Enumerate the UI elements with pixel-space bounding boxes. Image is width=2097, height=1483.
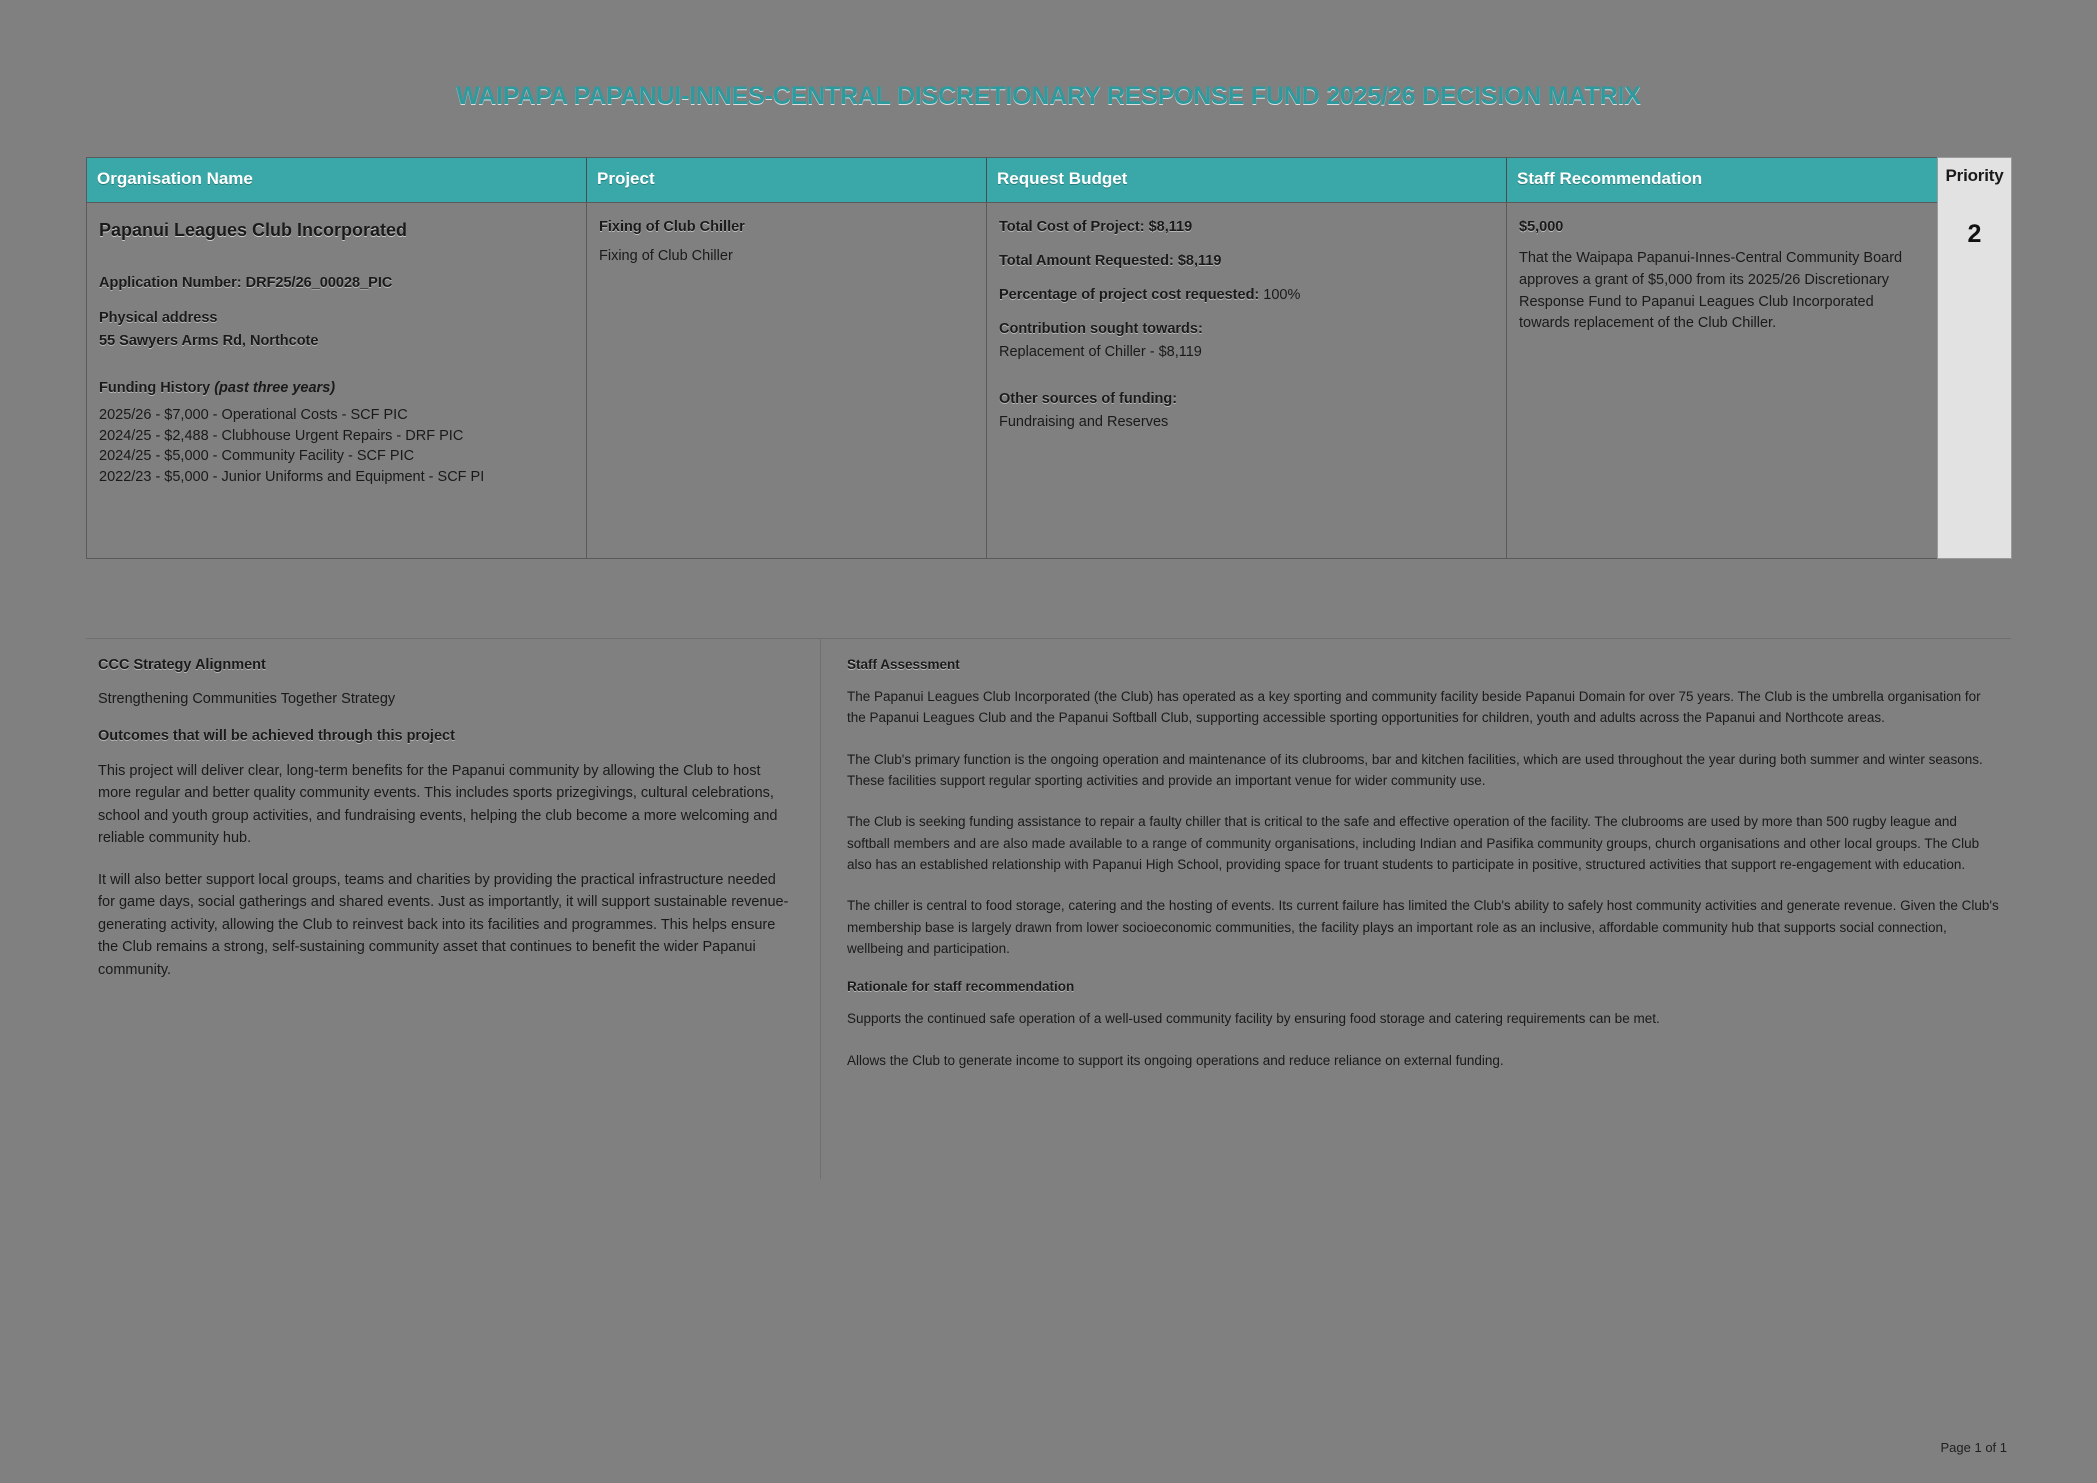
decision-matrix-table: Organisation Name Project Request Budget… xyxy=(86,157,2012,559)
physical-address-label: Physical address xyxy=(99,310,218,327)
table-header-row: Organisation Name Project Request Budget… xyxy=(87,158,1937,203)
cell-request-budget: Total Cost of Project: $8,119 Total Amou… xyxy=(987,203,1507,558)
percentage-value: 100% xyxy=(1263,287,1301,304)
strategy-alignment-section: CCC Strategy Alignment Strengthening Com… xyxy=(86,639,821,1179)
rationale-heading: Rationale for staff recommendation xyxy=(847,979,1075,995)
spacer xyxy=(99,352,572,378)
organisation-name: Papanui Leagues Club Incorporated xyxy=(99,220,408,240)
funding-history-list: 2025/26 - $7,000 - Operational Costs - S… xyxy=(99,405,572,487)
funding-history-item: 2024/25 - $5,000 - Community Facility - … xyxy=(99,448,415,465)
funding-history-label: Funding History xyxy=(99,380,211,397)
strategy-heading: CCC Strategy Alignment xyxy=(98,657,266,673)
page-footer: Page 1 of 1 xyxy=(1940,1440,2008,1455)
priority-value: 2 xyxy=(1967,220,1982,248)
assessment-paragraph: The Papanui Leagues Club Incorporated (t… xyxy=(847,689,1981,726)
application-number: Application Number: DRF25/26_00028_PIC xyxy=(99,273,572,294)
total-requested-label: Total Amount Requested: xyxy=(999,253,1174,270)
funding-history-item: 2025/26 - $7,000 - Operational Costs - S… xyxy=(99,407,408,424)
total-cost-label: Total Cost of Project: xyxy=(999,219,1145,235)
funding-history-note: (past three years) xyxy=(214,380,336,397)
total-requested-value: $8,119 xyxy=(1177,253,1222,270)
project-subtitle: Fixing of Club Chiller xyxy=(599,248,733,265)
assessment-heading: Staff Assessment xyxy=(847,657,960,672)
cell-project: Fixing of Club Chiller Fixing of Club Ch… xyxy=(587,203,987,558)
page-title: WAIPAPA PAPANUI-INNES-CENTRAL DISCRETION… xyxy=(456,82,1641,110)
rationale-paragraph: Supports the continued safe operation of… xyxy=(847,1011,1660,1027)
column-header-request-budget: Request Budget xyxy=(987,158,1507,202)
funding-history-heading: Funding History (past three years) xyxy=(99,378,572,399)
other-sources-label: Other sources of funding: xyxy=(999,391,1178,408)
rationale-paragraph: Allows the Club to generate income to su… xyxy=(847,1052,1504,1068)
assessment-paragraph: The chiller is central to food storage, … xyxy=(847,898,1999,956)
recommendation-text: That the Waipapa Papanui-Innes-Central C… xyxy=(1519,250,1903,332)
application-number-value: DRF25/26_00028_PIC xyxy=(245,275,393,292)
matrix-main-columns: Organisation Name Project Request Budget… xyxy=(86,157,1937,559)
strategy-paragraph: It will also better support local groups… xyxy=(98,871,789,978)
spacer xyxy=(999,363,1492,389)
strategy-paragraph: This project will deliver clear, long-te… xyxy=(98,763,778,847)
percentage-line: Percentage of project cost requested: 10… xyxy=(999,285,1492,306)
contribution-label: Contribution sought towards: xyxy=(999,321,1203,338)
percentage-label: Percentage of project cost requested: xyxy=(999,287,1260,304)
assessment-paragraph: The Club's primary function is the ongoi… xyxy=(847,751,1983,788)
cell-priority: Priority 2 xyxy=(1937,157,2012,559)
table-row: Papanui Leagues Club Incorporated Applic… xyxy=(87,203,1937,558)
column-header-priority: Priority xyxy=(1945,166,2004,185)
lower-sections: CCC Strategy Alignment Strengthening Com… xyxy=(86,638,2011,1179)
recommended-amount: $5,000 xyxy=(1519,219,1564,235)
total-requested-line: Total Amount Requested: $8,119 xyxy=(999,251,1492,272)
total-cost-line: Total Cost of Project: $8,119 xyxy=(999,217,1492,238)
outcomes-heading: Outcomes that will be achieved through t… xyxy=(98,728,455,745)
other-sources-value: Fundraising and Reserves xyxy=(999,414,1169,431)
assessment-paragraph: The Club is seeking funding assistance t… xyxy=(847,814,1980,872)
column-header-organisation: Organisation Name xyxy=(87,158,587,202)
project-title: Fixing of Club Chiller xyxy=(599,219,745,235)
funding-history-item: 2022/23 - $5,000 - Junior Uniforms and E… xyxy=(99,468,485,485)
staff-assessment-section: Staff Assessment The Papanui Leagues Clu… xyxy=(821,639,2011,1179)
strategy-alignment-value: Strengthening Communities Together Strat… xyxy=(98,691,396,707)
funding-history-item: 2024/25 - $2,488 - Clubhouse Urgent Repa… xyxy=(99,427,464,444)
contribution-value: Replacement of Chiller - $8,119 xyxy=(999,344,1202,361)
cell-staff-recommendation: $5,000 That the Waipapa Papanui-Innes-Ce… xyxy=(1507,203,1937,558)
cell-organisation: Papanui Leagues Club Incorporated Applic… xyxy=(87,203,587,558)
application-number-label: Application Number: xyxy=(99,275,242,292)
total-cost-value: $8,119 xyxy=(1148,219,1193,235)
column-header-staff-recommendation: Staff Recommendation xyxy=(1517,169,1703,188)
column-header-project: Project xyxy=(587,158,987,202)
physical-address-value: 55 Sawyers Arms Rd, Northcote xyxy=(99,333,319,350)
